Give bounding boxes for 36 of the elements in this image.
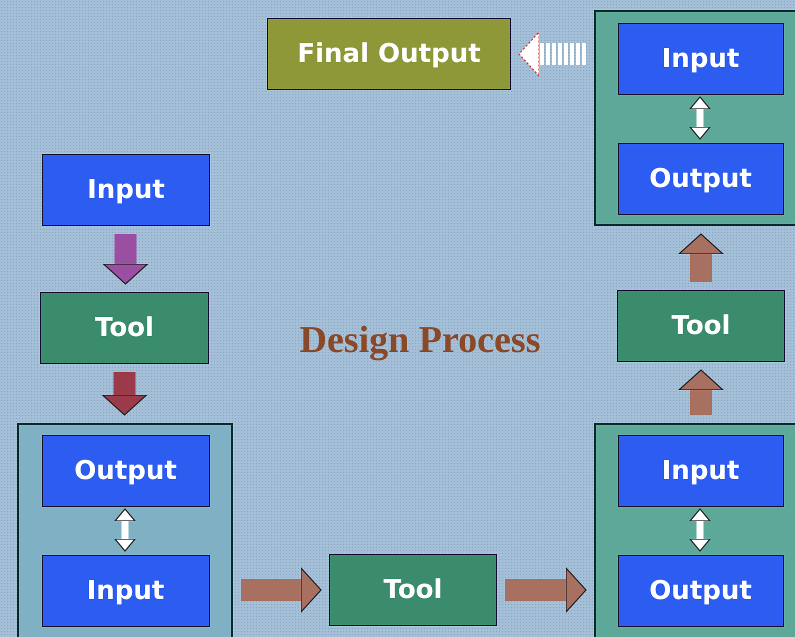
block-arrow (102, 234, 148, 285)
box-label: Tool (672, 311, 730, 341)
group-panel (17, 423, 233, 637)
process-box (618, 22, 784, 94)
box-label: Output (649, 164, 752, 194)
process-box (618, 142, 784, 214)
block-arrow (241, 567, 322, 613)
process-box (40, 292, 209, 364)
double-arrow (114, 508, 136, 552)
box-label: Input (86, 576, 164, 606)
process-box (42, 434, 210, 506)
process-box (42, 154, 210, 226)
process-box (42, 554, 210, 626)
process-box (617, 290, 785, 362)
process-box (267, 18, 511, 90)
double-arrow (689, 96, 711, 140)
box-label: Input (662, 456, 740, 486)
box-label: Input (662, 44, 740, 74)
diagram-title: Design Process (298, 318, 542, 362)
box-label: Input (87, 175, 165, 205)
box-label: Final Output (297, 39, 481, 69)
box-label: Output (74, 456, 177, 486)
block-arrow (102, 372, 148, 416)
process-box (618, 554, 784, 626)
block-arrow (678, 369, 724, 415)
double-arrow (689, 508, 711, 552)
group-panel (594, 10, 795, 226)
process-box (329, 554, 497, 626)
process-box (618, 434, 784, 506)
box-label: Tool (384, 575, 442, 605)
group-panel (594, 423, 795, 637)
box-label: Output (649, 576, 752, 606)
box-label: Tool (95, 313, 154, 343)
block-arrow (678, 233, 724, 282)
block-arrow (505, 567, 587, 613)
block-arrow (518, 31, 586, 77)
